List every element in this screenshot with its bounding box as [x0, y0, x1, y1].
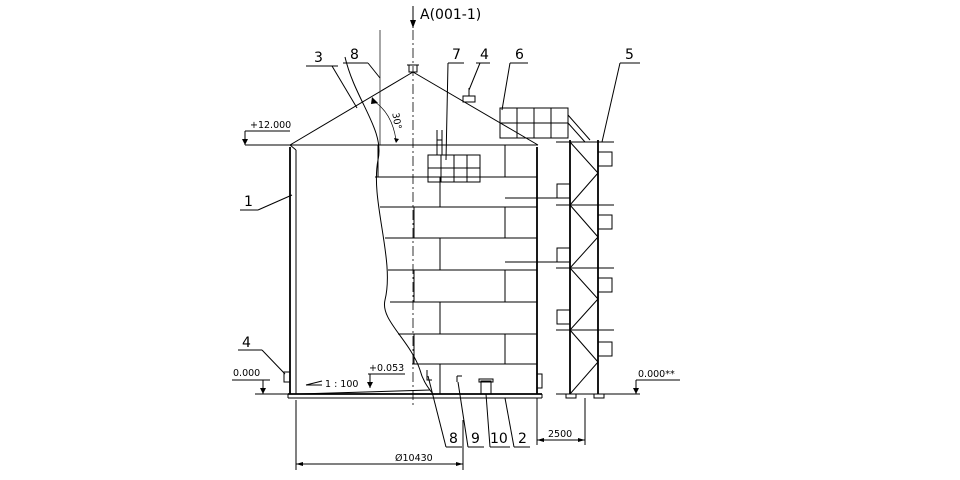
elevation-ground-right: 0.000**: [604, 369, 680, 395]
roof-angle-annotation: 30°: [371, 30, 403, 145]
callout-10: 10: [485, 393, 510, 448]
slope-label: 1 : 100: [325, 379, 358, 390]
callout-5-label: 5: [625, 47, 634, 63]
elevation-floor-label: +0.053: [369, 363, 404, 374]
callout-6-label: 6: [515, 47, 524, 63]
callout-5: 5: [601, 47, 640, 143]
slope-annotation: 1 : 100: [305, 379, 358, 390]
callout-8-bottom: 8: [427, 375, 462, 448]
callout-8-bottom-label: 8: [449, 431, 458, 447]
elevation-ground-left: 0.000: [232, 368, 290, 395]
dimension-diameter: Ø10430: [295, 400, 464, 470]
view-label: A(001-1): [420, 7, 481, 23]
roof-equipment-6: [499, 107, 591, 143]
view-direction-marker: A(001-1): [410, 6, 481, 28]
callout-3: 3: [306, 50, 358, 109]
callout-9: 9: [457, 381, 484, 448]
callout-7: 7: [445, 47, 464, 161]
callout-8-top: 8: [343, 47, 381, 79]
elevation-top: +12.000: [242, 120, 291, 146]
callout-3-label: 3: [314, 50, 323, 66]
stair-offset-label: 2500: [548, 429, 572, 440]
brick-pattern: [375, 145, 537, 394]
callout-9-label: 9: [471, 431, 480, 447]
callout-2-label: 2: [518, 431, 527, 447]
base-fittings: [283, 370, 543, 395]
callout-8-top-label: 8: [350, 47, 359, 63]
callout-1: 1: [240, 194, 293, 211]
conical-roof: [289, 64, 539, 146]
callout-6: 6: [501, 47, 528, 111]
callout-10-label: 10: [490, 431, 508, 447]
elevation-top-label: +12.000: [250, 120, 291, 131]
elevation-ground-left-label: 0.000: [233, 368, 260, 379]
callout-4-top: 4: [468, 47, 490, 91]
callout-4-bottom-label: 4: [242, 335, 251, 351]
elevation-floor: +0.053: [367, 363, 405, 388]
roof-equipment-7: [427, 130, 481, 183]
callout-2: 2: [504, 397, 530, 448]
diameter-label: Ø10430: [395, 453, 433, 464]
dimension-stair-offset: 2500: [536, 398, 586, 445]
callout-4-top-label: 4: [480, 47, 489, 63]
callout-7-label: 7: [452, 47, 461, 63]
bottom-plate: [287, 389, 543, 399]
elevation-ground-right-label: 0.000**: [638, 369, 675, 380]
callout-4-bottom: 4: [238, 335, 286, 375]
callout-1-label: 1: [244, 194, 253, 210]
break-line: [344, 56, 434, 395]
stair-tower: [556, 140, 614, 399]
angle-label: 30°: [389, 112, 403, 130]
